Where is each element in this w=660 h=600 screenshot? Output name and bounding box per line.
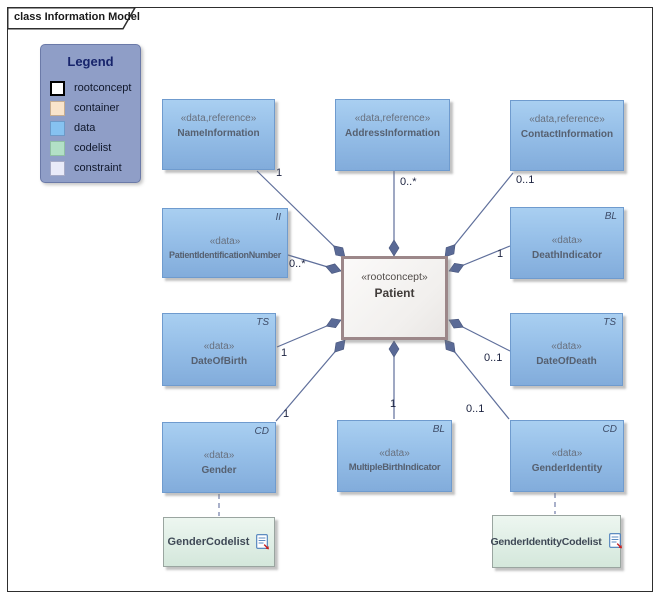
class-multiple-birth-indicator[interactable]: BL «data» MultipleBirthIndicator [337,420,452,492]
multiplicity-label: 1 [283,408,290,420]
legend-item-container: container [50,98,140,118]
composition-diamond [325,318,342,329]
legend-title: Legend [67,54,114,69]
class-patient-identification-number[interactable]: II «data» PatientIdentificationNumber [162,208,288,278]
composition-diamond [333,245,346,258]
class-name: AddressInformation [344,127,440,139]
stereotype: «data,reference» [529,114,605,125]
container-swatch-icon [50,100,65,116]
class-death-indicator[interactable]: BL «data» DeathIndicator [510,207,624,279]
class-name-information[interactable]: «data,reference» NameInformation [162,99,275,170]
stereotype: «rootconcept» [361,271,428,283]
codelist-swatch-icon [50,140,65,156]
composition-diamond [388,340,400,358]
codelist-document-icon [256,533,270,549]
legend-items: rootconcept container data codelist cons… [41,78,140,178]
tab-shape-icon [7,7,137,30]
legend-item-data: data [50,118,140,138]
legend-label: container [74,102,120,114]
class-name: DeathIndicator [531,249,602,261]
multiplicity-label: 1 [281,347,288,359]
multiplicity-label: 1 [497,248,504,260]
multiplicity-label: 1 [276,167,283,179]
composition-diamond [444,244,456,258]
codelist-name: GenderIdentityCodelist [490,535,602,548]
codelist-document-icon [608,533,622,549]
multiplicity-label: 0..1 [466,403,485,415]
legend-label: codelist [74,142,112,154]
class-contact-information[interactable]: «data,reference» ContactInformation [510,100,624,171]
composition-diamond [444,339,456,353]
type-tag: CD [254,426,269,437]
class-name: DateOfBirth [190,355,248,367]
type-tag: BL [604,211,617,222]
legend-label: data [74,122,96,134]
codelist-gender-identity[interactable]: GenderIdentityCodelist [490,515,622,568]
class-name: PatientIdentificationNumber [169,249,281,260]
stereotype: «data» [379,448,410,459]
class-date-of-birth[interactable]: TS «data» DateOfBirth [162,313,276,386]
class-gender[interactable]: CD «data» Gender [162,422,276,493]
legend: Legend rootconcept container data codeli… [40,44,141,183]
class-name: NameInformation [177,127,260,139]
diagram-title-tab: class Information Model [7,7,143,30]
codelist-name: GenderCodelist [167,536,250,548]
rootconcept-swatch-icon [50,80,65,96]
stereotype: «data» [551,448,583,459]
legend-item-rootconcept: rootconcept [50,78,140,98]
constraint-swatch-icon [50,160,65,176]
multiplicity-label: 0..* [400,176,417,188]
type-tag: TS [256,317,269,328]
class-date-of-death[interactable]: TS «data» DateOfDeath [510,313,623,386]
class-name: DateOfDeath [536,355,597,367]
composition-diamond [334,339,346,353]
legend-label: constraint [74,162,122,174]
type-tag: BL [432,424,445,435]
stereotype: «data,reference» [180,113,257,124]
class-address-information[interactable]: «data,reference» AddressInformation [335,99,450,171]
legend-item-constraint: constraint [50,158,140,178]
stereotype: «data» [551,235,583,246]
composition-diamond [325,263,342,274]
connector-nameinformation-patient [256,170,346,258]
multiplicity-label: 0..* [289,258,306,270]
type-tag: II [275,212,281,223]
class-name: GenderIdentity [531,462,603,474]
multiplicity-label: 0..1 [484,352,503,364]
class-name: Patient [374,286,415,301]
connector-gender-patient [275,339,346,422]
composition-diamond [388,239,400,257]
legend-item-codelist: codelist [50,138,140,158]
stereotype: «data,reference» [354,113,431,124]
class-name: Gender [201,464,237,476]
multiplicity-label: 1 [390,398,397,410]
composition-diamond [448,318,464,329]
type-tag: CD [602,424,617,435]
composition-diamond [448,262,465,273]
class-name: ContactInformation [520,128,614,140]
stereotype: «data» [203,341,235,352]
class-name: MultipleBirthIndicator [348,461,441,473]
class-patient-rootconcept[interactable]: «rootconcept» Patient [341,256,448,340]
stereotype: «data» [209,236,241,247]
stereotype: «data» [551,341,582,352]
multiplicity-label: 0..1 [516,174,535,186]
connector-contactinformation-patient [444,172,514,258]
class-gender-identity[interactable]: CD «data» GenderIdentity [510,420,624,492]
connector-genderidentity-patient [444,339,510,420]
legend-label: rootconcept [74,82,132,94]
codelist-gender[interactable]: GenderCodelist [163,517,275,567]
diagram-title: class Information Model [14,11,140,23]
type-tag: TS [603,317,616,328]
data-swatch-icon [50,120,65,136]
stereotype: «data» [203,450,235,461]
